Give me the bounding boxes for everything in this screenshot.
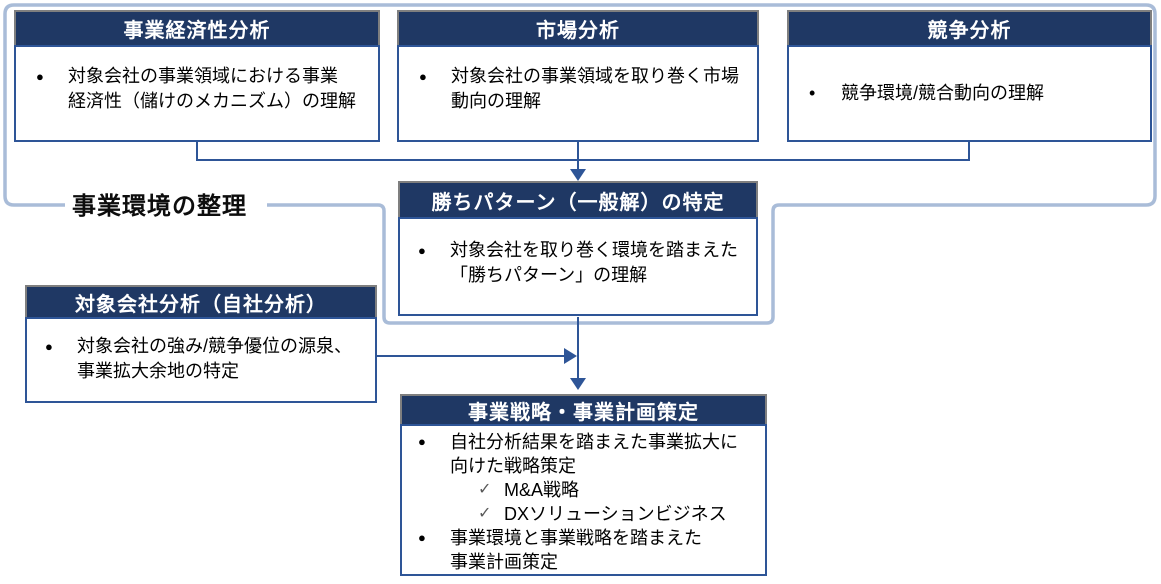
box-body: • 競争環境/競合動向の理解: [787, 45, 1152, 142]
bullet-icon: ●: [418, 243, 426, 258]
bullet-sub-item: ✓ M&A戦略: [474, 478, 761, 502]
top-merge-connector-line: [196, 141, 970, 170]
box-title: 対象会社分析（自社分析）: [75, 293, 327, 316]
box-header: 対象会社分析（自社分析）: [25, 285, 377, 317]
bullet-item: ● 対象会社の事業領域における事業 経済性（儲けのメカニズム）の理解: [32, 64, 372, 114]
check-icon: ✓: [478, 505, 492, 522]
box-winning-pattern-identification: 勝ちパターン（一般解）の特定 ● 対象会社を取り巻く環境を踏まえた 「勝ちパター…: [398, 181, 758, 316]
bullet-text: 対象会社を取り巻く環境を踏まえた 「勝ちパターン」の理解: [450, 240, 738, 285]
bullet-item: ● 自社分析結果を踏まえた事業拡大に 向けた戦略策定: [414, 430, 761, 478]
bullet-icon: ●: [36, 69, 44, 84]
box-header: 事業戦略・事業計画策定: [400, 394, 767, 424]
bullet-item: ● 対象会社を取り巻く環境を踏まえた 「勝ちパターン」の理解: [414, 238, 752, 288]
box-title: 事業戦略・事業計画策定: [468, 401, 699, 424]
box-title: 競争分析: [927, 20, 1012, 42]
bullet-icon: •: [809, 83, 816, 103]
check-icon: ✓: [478, 481, 492, 498]
box-business-economics-analysis: 事業経済性分析 ● 対象会社の事業領域における事業 経済性（儲けのメカニズム）の…: [14, 10, 380, 142]
bullet-icon: ●: [45, 339, 53, 354]
arrow-right-icon: [564, 348, 577, 364]
box-header: 競争分析: [787, 10, 1152, 45]
bullet-item: ● 事業環境と事業戦略を踏まえた 事業計画策定: [414, 526, 761, 574]
group-bracket-outline: [3, 3, 1157, 325]
bullet-text: 対象会社の強み/競争優位の源泉、 事業拡大余地の特定: [77, 336, 352, 381]
bullet-item: • 競争環境/競合動向の理解: [805, 81, 1144, 106]
box-title: 市場分析: [536, 20, 620, 42]
box-target-company-self-analysis: 対象会社分析（自社分析） ● 対象会社の強み/競争優位の源泉、 事業拡大余地の特…: [25, 285, 377, 403]
bullet-icon: ●: [419, 69, 427, 84]
bullet-text: 事業環境と事業戦略を踏まえた 事業計画策定: [450, 528, 702, 572]
bullet-text: 対象会社の事業領域における事業 経済性（儲けのメカニズム）の理解: [68, 66, 356, 111]
box-body: ● 自社分析結果を踏まえた事業拡大に 向けた戦略策定 ✓ M&A戦略 ✓ DXソ…: [400, 424, 767, 576]
box-body: ● 対象会社を取り巻く環境を踏まえた 「勝ちパターン」の理解: [398, 217, 758, 316]
box-title: 事業経済性分析: [123, 20, 271, 42]
arrow-down-icon: [570, 169, 586, 181]
box-header: 勝ちパターン（一般解）の特定: [398, 181, 758, 217]
box-competition-analysis: 競争分析 • 競争環境/競合動向の理解: [787, 10, 1152, 142]
bullet-sub-item: ✓ DXソリューションビジネス: [474, 502, 761, 526]
bullet-text: M&A戦略: [504, 480, 580, 500]
bullet-item: ● 対象会社の事業領域を取り巻く市場 動向の理解: [415, 64, 751, 114]
box-header: 市場分析: [397, 10, 759, 45]
arrow-down-icon: [570, 378, 586, 390]
bullet-icon: ●: [418, 434, 426, 449]
box-header: 事業経済性分析: [14, 10, 380, 45]
bullet-text: 競争環境/競合動向の理解: [841, 83, 1044, 103]
box-market-analysis: 市場分析 ● 対象会社の事業領域を取り巻く市場 動向の理解: [397, 10, 759, 142]
bullet-text: DXソリューションビジネス: [504, 504, 727, 524]
box-title: 勝ちパターン（一般解）の特定: [431, 191, 725, 214]
bullet-text: 自社分析結果を踏まえた事業拡大に 向けた戦略策定: [450, 432, 738, 476]
bullet-text: 対象会社の事業領域を取り巻く市場 動向の理解: [451, 66, 739, 111]
bullet-item: ● 対象会社の強み/競争優位の源泉、 事業拡大余地の特定: [41, 334, 371, 384]
group-label-business-environment: 事業環境の整理: [68, 186, 251, 221]
bullet-icon: ●: [418, 530, 426, 545]
box-body: ● 対象会社の事業領域における事業 経済性（儲けのメカニズム）の理解: [14, 45, 380, 142]
box-business-strategy-planning: 事業戦略・事業計画策定 ● 自社分析結果を踏まえた事業拡大に 向けた戦略策定 ✓…: [400, 394, 767, 576]
box-body: ● 対象会社の事業領域を取り巻く市場 動向の理解: [397, 45, 759, 142]
box-body: ● 対象会社の強み/競争優位の源泉、 事業拡大余地の特定: [25, 317, 377, 403]
